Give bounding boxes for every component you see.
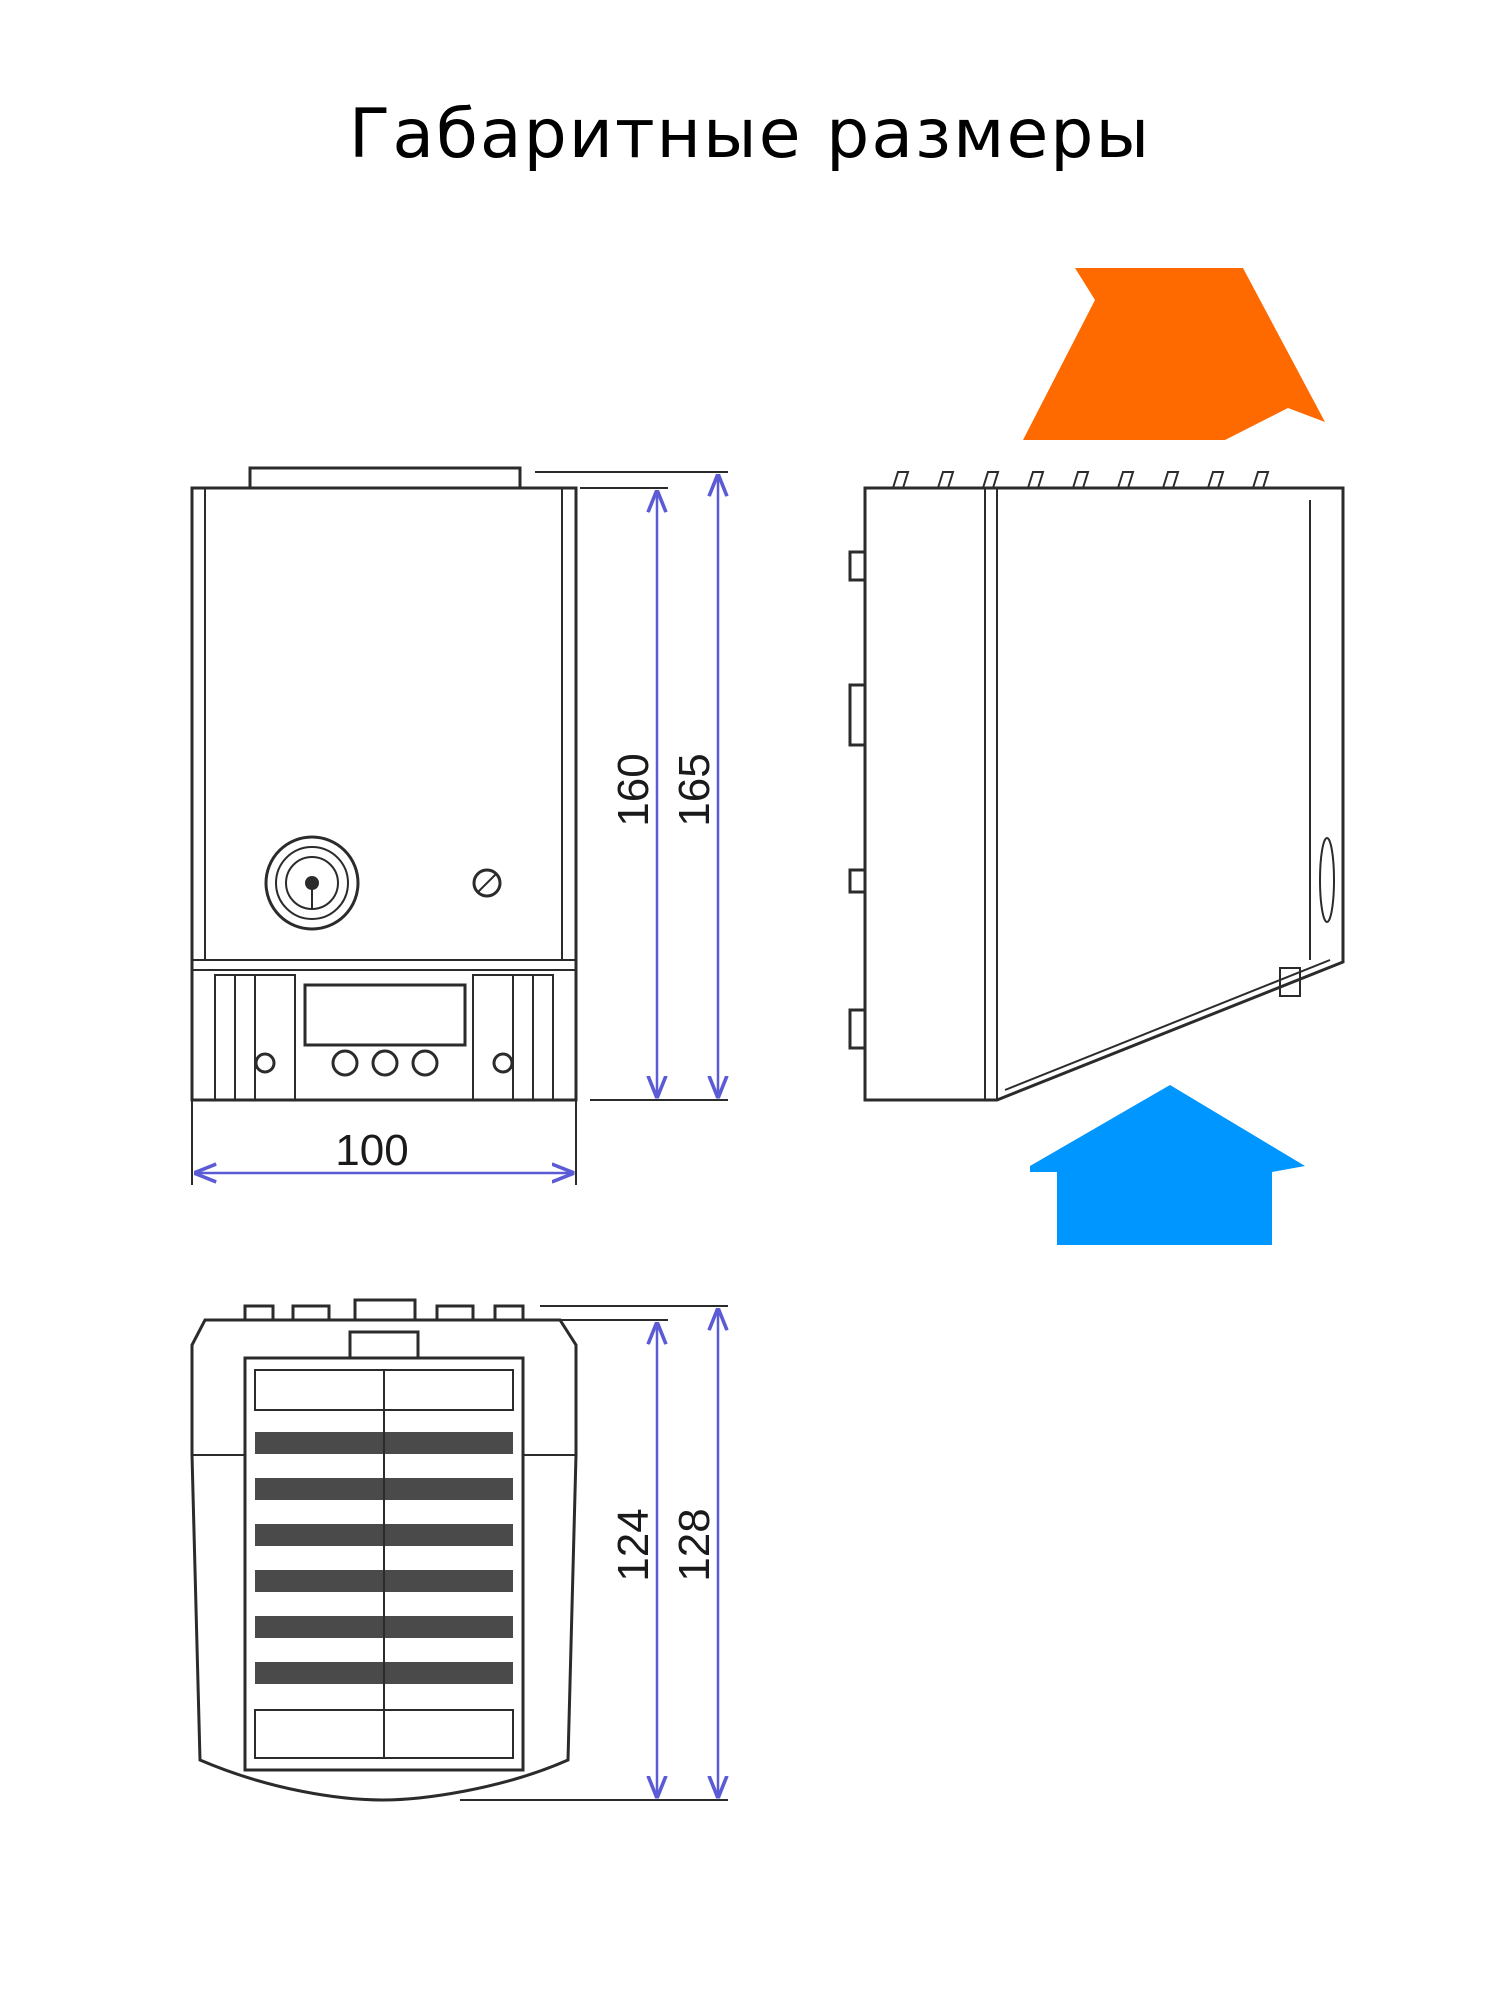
terminal-screw: [411, 1049, 439, 1077]
front-top-tab: [248, 466, 522, 490]
dimension-label-128: 128: [670, 1508, 719, 1581]
side-housing: [863, 486, 1345, 1102]
din-clip: [848, 683, 867, 747]
side-view: [848, 268, 1345, 1245]
dimension-label-160: 160: [609, 753, 658, 826]
grille-slats: [254, 1369, 514, 1759]
terminal-screw: [492, 1052, 514, 1074]
terminal-screw: [254, 1052, 276, 1074]
dimension-label-124: 124: [609, 1508, 658, 1581]
terminal-screw: [371, 1049, 399, 1077]
terminal-window: [303, 983, 467, 1047]
hot-air-arrow: [1023, 268, 1325, 440]
dimension-label-165: 165: [670, 753, 719, 826]
front-view: 160 165 100: [190, 466, 728, 1185]
screw-icon: [472, 868, 502, 898]
cold-air-arrow: [1030, 1085, 1305, 1245]
din-clip: [848, 550, 867, 582]
terminal-screw: [331, 1049, 359, 1077]
thermostat-knob: [264, 835, 360, 931]
dimension-label-100: 100: [335, 1126, 408, 1175]
din-clip: [848, 1008, 867, 1050]
top-vent-slots: [892, 471, 1270, 489]
bottom-view: 124 128: [190, 1298, 728, 1802]
page-title: Габаритные размеры: [348, 95, 1152, 174]
din-clip: [848, 868, 867, 894]
